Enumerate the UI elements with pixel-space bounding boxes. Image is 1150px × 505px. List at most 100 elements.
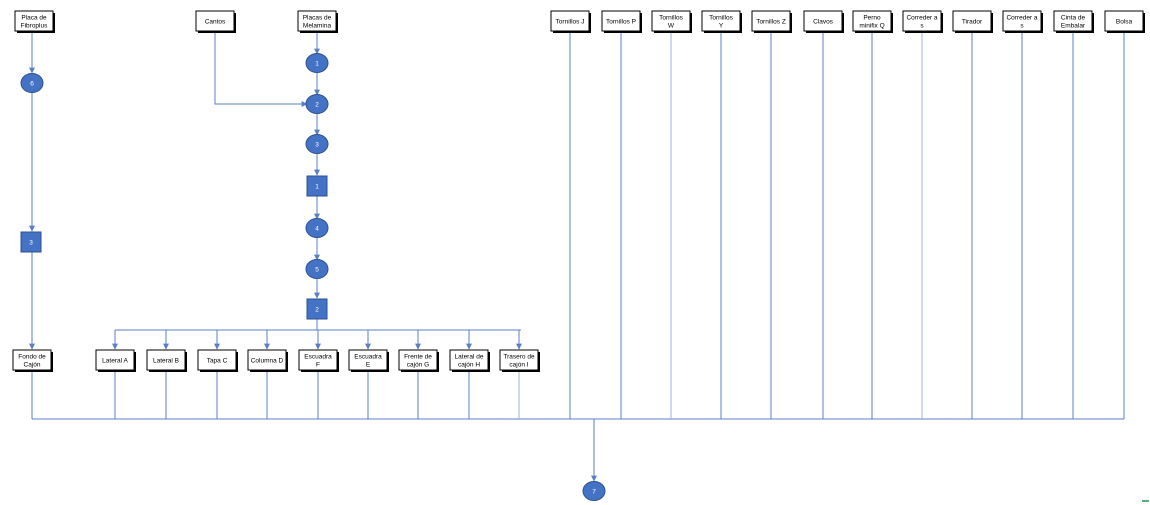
box-label-line: Tirador bbox=[962, 18, 983, 25]
box-frame bbox=[499, 349, 539, 371]
operation-circle bbox=[305, 94, 329, 114]
box-label-line: Tornillos Z bbox=[756, 18, 786, 25]
box-label-line: Cajón bbox=[24, 361, 41, 368]
material-box-cantos: Cantos bbox=[195, 10, 236, 33]
inspection-insp-3: 3 bbox=[20, 231, 42, 253]
inspection-square bbox=[20, 231, 42, 253]
box-label-line: Columna D bbox=[251, 357, 284, 364]
box-label-line: Lateral B bbox=[153, 357, 179, 364]
box-label-line: cajón G bbox=[407, 361, 429, 368]
box-frame bbox=[803, 10, 843, 32]
operation-circle bbox=[305, 218, 329, 238]
box-frame bbox=[701, 10, 741, 32]
operation-number: 4 bbox=[315, 225, 319, 232]
flow-cantos-to-op2 bbox=[214, 32, 308, 107]
box-label-line: F bbox=[316, 361, 320, 368]
box-label-line: Y bbox=[719, 22, 724, 29]
material-box-tornillos-j: Tornillos J bbox=[550, 10, 591, 33]
box-label-line: Lateral A bbox=[102, 357, 128, 364]
box-frame bbox=[1002, 10, 1042, 32]
box-label-line: cajón I bbox=[509, 361, 528, 368]
box-frame bbox=[12, 349, 52, 371]
material-box-bolsa: Bolsa bbox=[1104, 10, 1145, 33]
box-label-line: Melamina bbox=[303, 22, 332, 29]
box-frame bbox=[1104, 10, 1144, 32]
box-frame bbox=[852, 10, 892, 32]
box-label-line: Perno bbox=[863, 14, 881, 21]
box-label-line: s bbox=[920, 22, 924, 29]
box-frame bbox=[651, 10, 691, 32]
operation-op-6: 6 bbox=[20, 73, 44, 93]
box-frame bbox=[195, 10, 235, 32]
box-label-line: W bbox=[668, 22, 675, 29]
inspection-number: 1 bbox=[315, 183, 319, 190]
operation-op-2: 2 bbox=[305, 94, 329, 114]
material-box-corredera-s-2: Correder as bbox=[1002, 10, 1043, 33]
material-box-corredera-s-1: Correder as bbox=[902, 10, 943, 33]
inspection-square bbox=[306, 298, 328, 320]
operation-op-3a: 3 bbox=[305, 134, 329, 154]
box-label-line: Correder a bbox=[906, 14, 937, 21]
box-label-line: cajón H bbox=[458, 361, 480, 368]
box-label-line: Embalar bbox=[1061, 22, 1086, 29]
box-frame bbox=[298, 349, 338, 371]
part-box-columna-d: Columna D bbox=[247, 349, 288, 372]
box-label-line: Correder a bbox=[1006, 14, 1037, 21]
box-frame bbox=[14, 10, 54, 32]
box-label-line: Clavos bbox=[813, 18, 834, 25]
operation-circle bbox=[305, 53, 329, 73]
box-frame bbox=[449, 349, 489, 371]
box-frame bbox=[1053, 10, 1093, 32]
operation-number: 2 bbox=[315, 101, 319, 108]
material-box-tornillos-p: Tornillos P bbox=[601, 10, 642, 33]
box-frame bbox=[247, 349, 287, 371]
box-label-line: Bolsa bbox=[1116, 18, 1133, 25]
part-box-lateral-b: Lateral B bbox=[146, 349, 187, 372]
box-label-line: s bbox=[1020, 22, 1024, 29]
inspection-number: 3 bbox=[29, 239, 33, 246]
box-frame bbox=[952, 10, 992, 32]
box-frame bbox=[297, 10, 337, 32]
box-frame bbox=[146, 349, 186, 371]
inspection-insp-1: 1 bbox=[306, 175, 328, 197]
operation-op-7: 7 bbox=[582, 481, 606, 501]
box-label-line: Frente de bbox=[404, 353, 432, 360]
material-box-clavos: Clavos bbox=[803, 10, 844, 33]
box-frame bbox=[197, 349, 237, 371]
edges-layer bbox=[29, 31, 1125, 482]
operation-circle bbox=[305, 134, 329, 154]
box-label-line: Placas de bbox=[303, 14, 332, 21]
operation-circle bbox=[20, 73, 44, 93]
box-label-line: Fondo de bbox=[18, 353, 46, 360]
box-label-line: Trasero de bbox=[503, 353, 535, 360]
operation-number: 6 bbox=[30, 80, 34, 87]
part-box-tapa-c: Tapa C bbox=[197, 349, 238, 372]
box-frame bbox=[398, 349, 438, 371]
operation-number: 7 bbox=[592, 488, 596, 495]
box-label-line: Tornillos bbox=[709, 14, 734, 21]
box-label-line: Tornillos P bbox=[606, 18, 636, 25]
operation-op-4: 4 bbox=[305, 218, 329, 238]
inspection-insp-2: 2 bbox=[306, 298, 328, 320]
box-label-line: Tapa C bbox=[207, 357, 228, 364]
box-frame bbox=[601, 10, 641, 32]
box-label-line: Fibroplus bbox=[21, 22, 48, 29]
material-box-tirador: Tirador bbox=[952, 10, 993, 33]
box-frame bbox=[348, 349, 388, 371]
box-label-line: Escuadra bbox=[304, 353, 332, 360]
box-label-line: Tornillos bbox=[659, 14, 684, 21]
operation-circle bbox=[582, 481, 606, 501]
box-label-line: E bbox=[366, 361, 371, 368]
